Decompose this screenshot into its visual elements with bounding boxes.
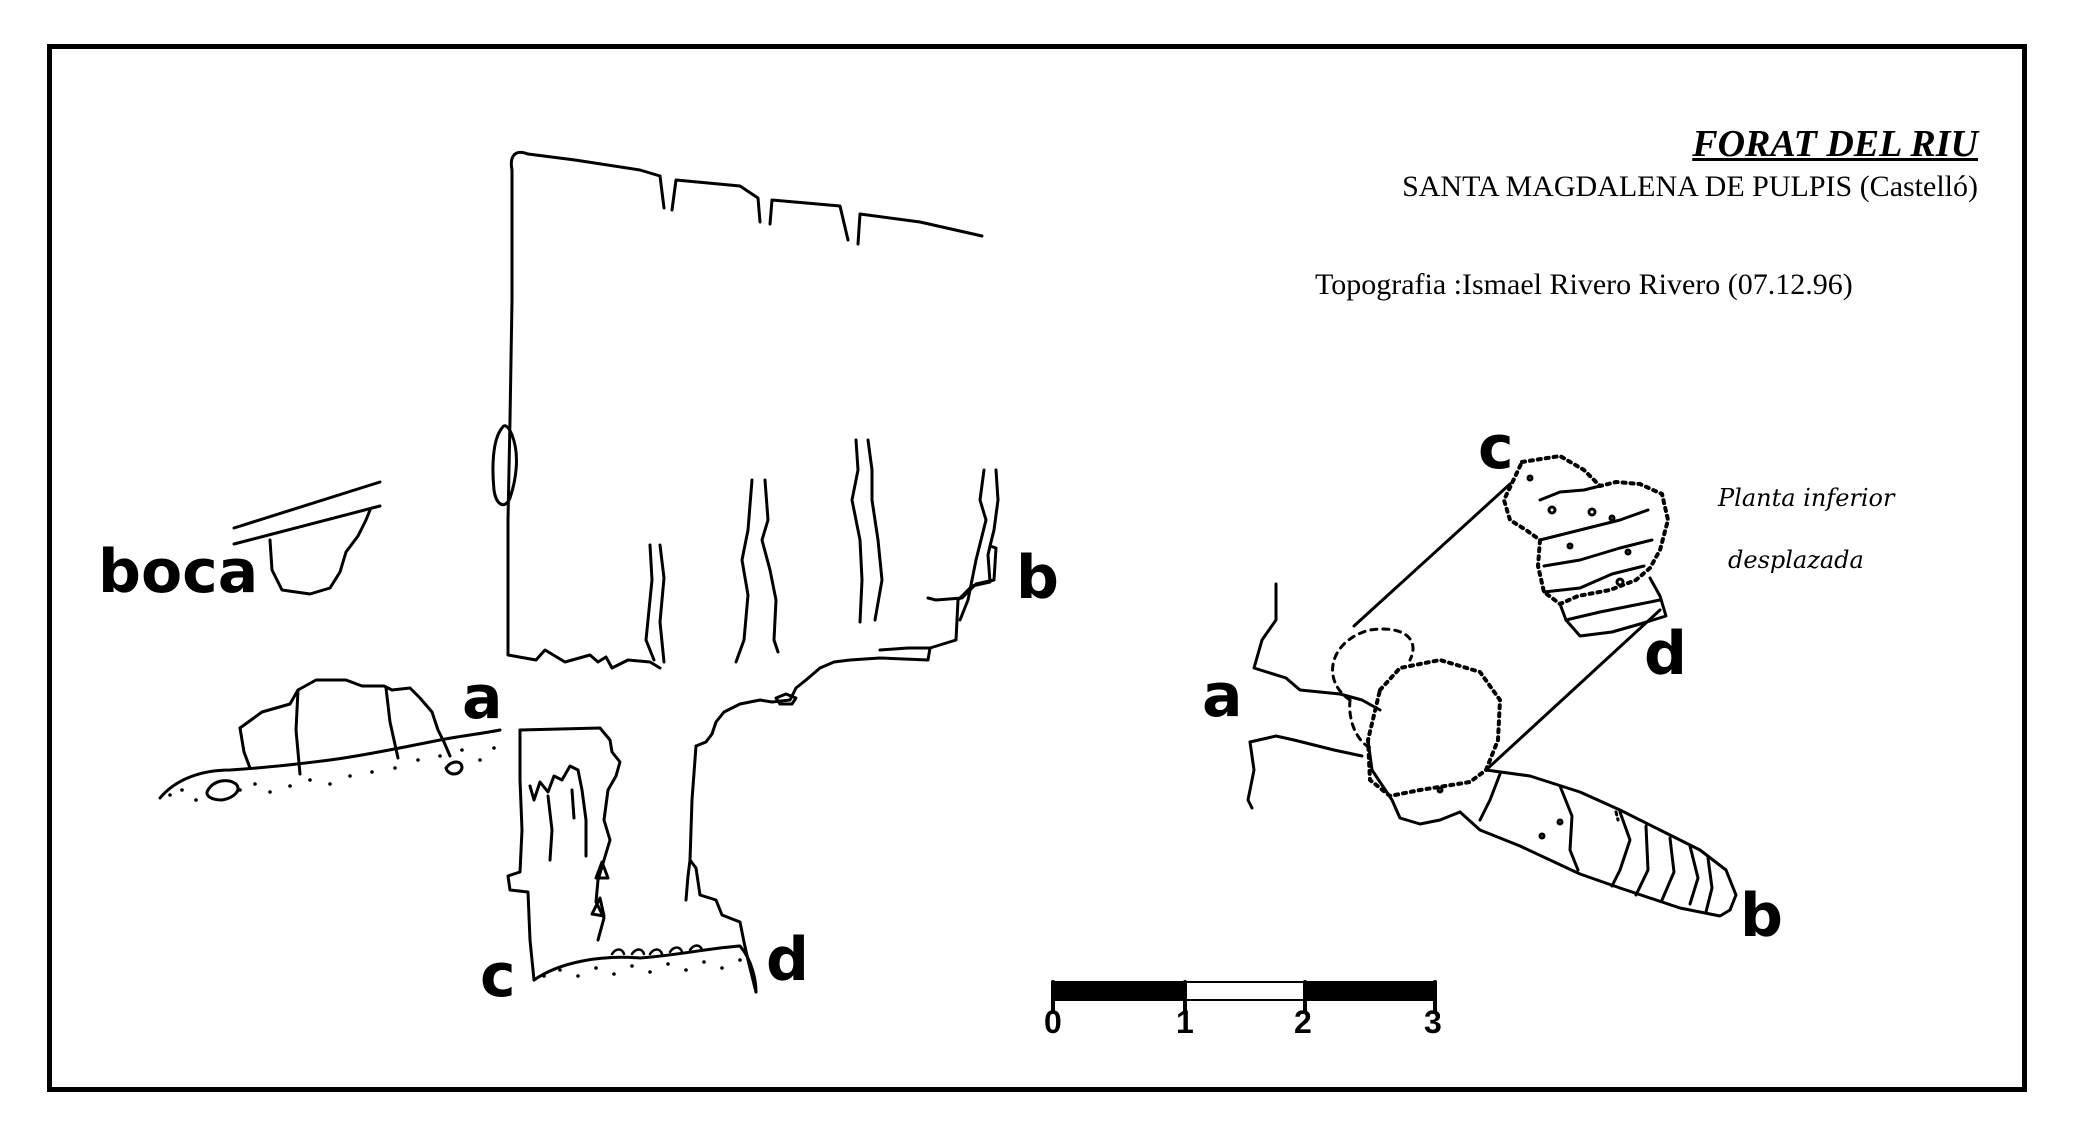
plan-note-line1: Planta inferior: [1718, 484, 1895, 512]
title-block: FORAT DEL RIU SANTA MAGDALENA DE PULPIS …: [1402, 122, 1978, 204]
scale-tick-0: 0: [1044, 1004, 1062, 1040]
plan-point-c: c: [1478, 413, 1514, 483]
plan-note-line2: desplazada: [1728, 546, 1864, 574]
cave-location: SANTA MAGDALENA DE PULPIS (Castelló): [1402, 170, 1978, 203]
elevation-profile: [158, 151, 1000, 994]
elevation-point-b: b: [1016, 543, 1059, 613]
scale-bar: [1051, 980, 1437, 1014]
entrance-label: boca: [98, 537, 259, 607]
plan-point-d: d: [1644, 619, 1687, 689]
plan-view: [1246, 454, 1738, 918]
plan-point-a: a: [1202, 661, 1243, 731]
scale-tick-3: 3: [1424, 1004, 1442, 1040]
map-frame: [47, 44, 2027, 1092]
cave-name: FORAT DEL RIU: [1692, 123, 1978, 165]
elevation-point-c: c: [480, 941, 516, 1011]
scale-tick-1: 1: [1176, 1004, 1194, 1040]
floor-stipple: [168, 746, 742, 978]
scale-tick-2: 2: [1294, 1004, 1312, 1040]
survey-credit: Topografia :Ismael Rivero Rivero (07.12.…: [1315, 268, 1853, 301]
elevation-point-d: d: [766, 925, 809, 995]
plan-point-b: b: [1740, 881, 1783, 951]
wall-formation: [491, 424, 518, 507]
elevation-point-a: a: [462, 663, 503, 733]
